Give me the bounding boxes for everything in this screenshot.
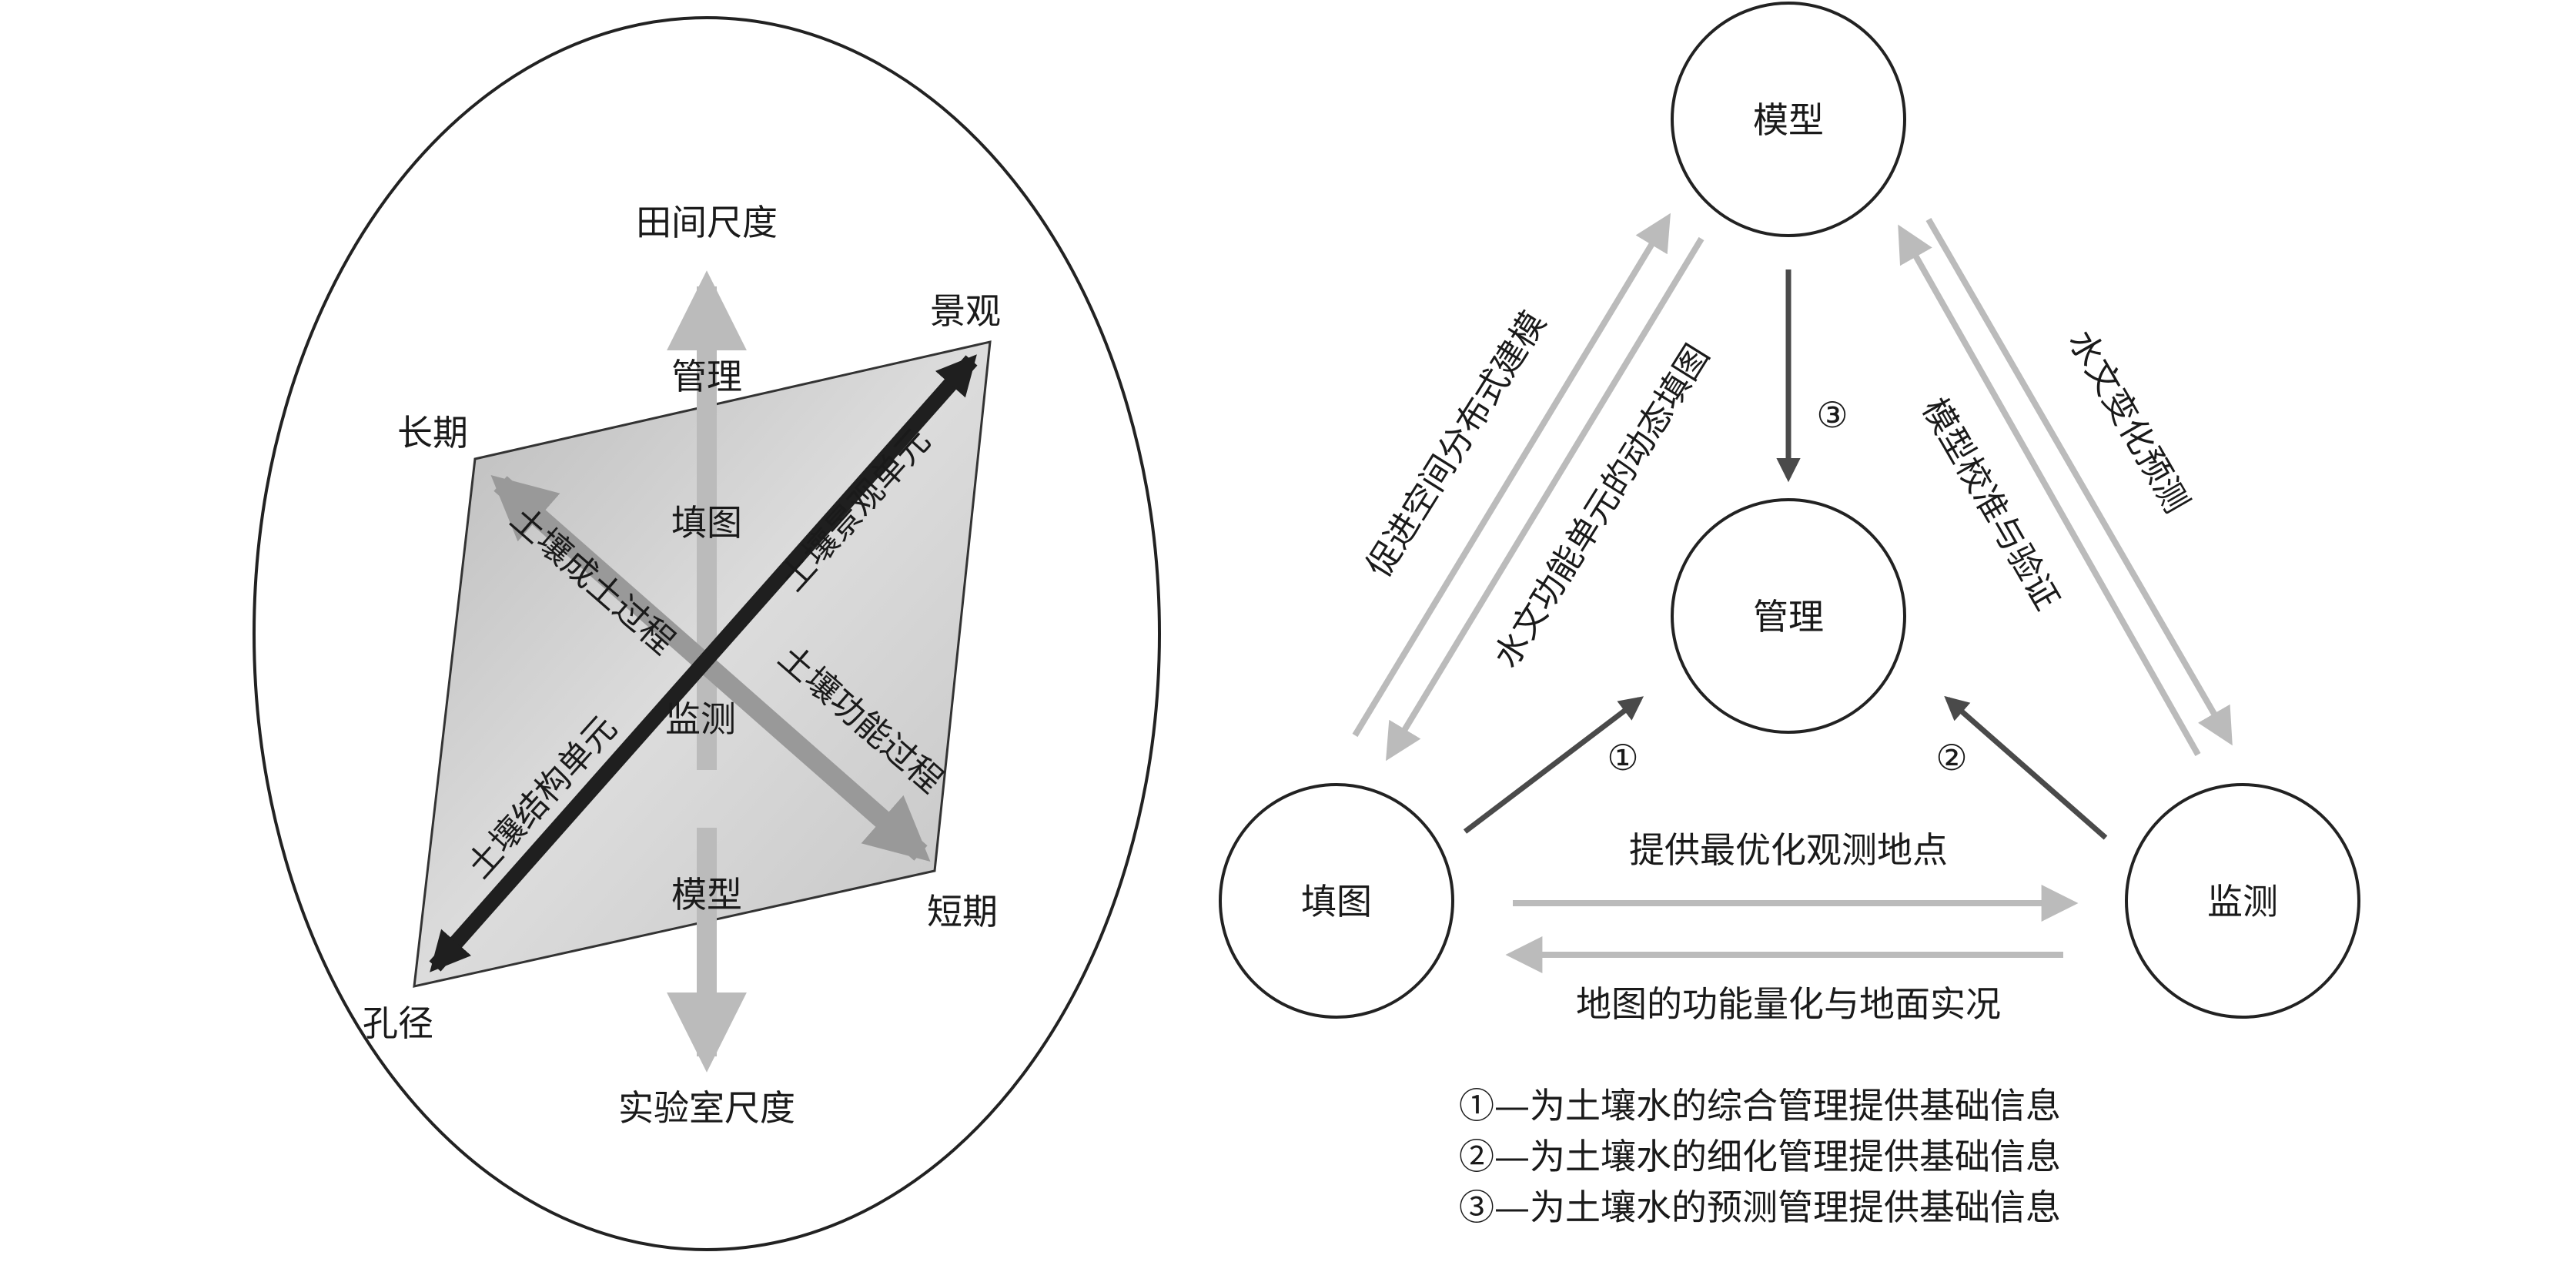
node-model-circle (1671, 2, 1906, 237)
arrow-monitoring-to-management (1944, 695, 2108, 840)
arrow-mapping-to-model (1352, 213, 1671, 738)
label-model-left: 模型 (671, 874, 742, 916)
arrow-model-to-mapping (1386, 236, 1705, 762)
marker-3: ③ (1816, 394, 1848, 436)
label-management-left: 管理 (671, 356, 742, 397)
edge-map-quantification-ground-truth: 地图的功能量化与地面实况 (1576, 983, 2001, 1025)
outer-ellipse (253, 16, 1161, 1251)
edge-model-calibration-validation: 模型校准与验证 (1914, 392, 2066, 617)
label-long-term: 长期 (397, 412, 468, 454)
label-lab-scale: 实验室尺度 (618, 1087, 795, 1129)
node-monitoring-label: 监测 (2207, 881, 2278, 922)
edge-hydrologic-change-prediction: 水文变化预测 (2060, 324, 2196, 520)
legend-item-3: ③—为土壤水的预测管理提供基础信息 (1459, 1187, 2061, 1228)
arrow-mapping-to-management (1463, 696, 1644, 834)
legend-item-2: ②—为土壤水的细化管理提供基础信息 (1459, 1136, 2061, 1177)
node-mapping-label: 填图 (1301, 881, 1372, 922)
label-mapping-left: 填图 (671, 502, 742, 544)
marker-1: ① (1607, 737, 1638, 778)
node-mapping-circle (1219, 783, 1454, 1019)
edge-promote-distributed-modeling: 促进空间分布式建模 (1359, 305, 1554, 584)
marker-2: ② (1935, 737, 1967, 778)
node-model-label: 模型 (1753, 99, 1824, 141)
arrow-model-to-monitoring (1925, 217, 2233, 746)
legend-item-1: ①—为土壤水的综合管理提供基础信息 (1459, 1085, 2061, 1126)
node-monitoring-circle (2125, 783, 2360, 1019)
node-management-label: 管理 (1753, 596, 1824, 638)
arrow-monitoring-to-model (1898, 224, 2201, 756)
label-short-term: 短期 (927, 891, 998, 932)
label-pore: 孔径 (363, 1003, 433, 1044)
label-monitoring-left: 监测 (665, 698, 736, 740)
edge-optimal-observation-sites: 提供最优化观测地点 (1629, 829, 1948, 871)
node-management-circle (1671, 498, 1906, 734)
label-landscape: 景观 (930, 290, 1001, 332)
arrow-pore-landscape (429, 354, 978, 972)
label-field-scale: 田间尺度 (636, 202, 778, 243)
